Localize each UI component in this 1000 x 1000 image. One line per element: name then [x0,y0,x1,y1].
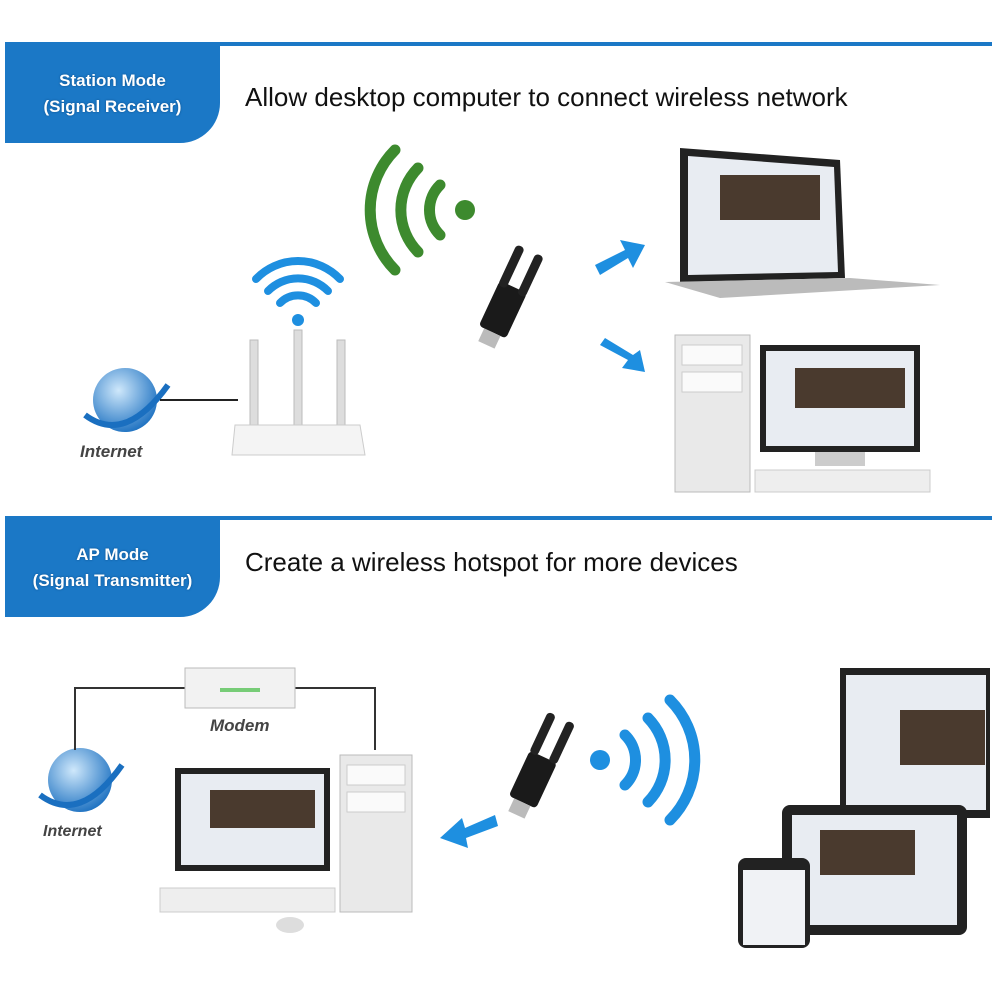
arrow-icon [440,815,498,848]
arrow-icon [600,338,645,372]
router-icon [231,329,366,456]
wifi-signal-green-icon [364,144,475,276]
cable-line [74,687,376,750]
station-mode-badge: Station Mode (Signal Receiver) [5,45,220,143]
wifi-signal-blue-icon [252,257,344,326]
arrow-icon [595,240,645,275]
laptop-icon [665,148,940,298]
tablet-icon [782,805,967,935]
internet-label: Internet [80,442,143,461]
desktop-tower-icon [674,334,751,493]
mouse-icon [276,917,304,933]
usb-wifi-adapter-icon [478,245,543,349]
smartphone-icon [738,858,810,948]
modem-label: Modem [210,716,270,735]
section-divider [5,42,992,46]
desktop-tower-icon [339,754,413,913]
ap-mode-badge: AP Mode (Signal Transmitter) [5,519,220,617]
modem-icon [184,667,296,709]
internet-label: Internet [43,823,102,840]
globe-icon [38,748,125,812]
ap-mode-subtitle: (Signal Transmitter) [32,571,193,590]
ap-mode-description: Create a wireless hotspot for more devic… [245,547,738,577]
station-mode-description: Allow desktop computer to connect wirele… [245,82,848,112]
ap-mode-title: AP Mode [76,545,149,564]
laptop-monitor-icon [840,668,990,818]
desktop-monitor-icon [754,345,931,493]
station-mode-title: Station Mode [59,71,166,90]
section-divider [5,516,992,520]
globe-icon [83,368,171,432]
wifi-signal-blue-icon [590,694,701,826]
desktop-monitor-icon [159,768,336,933]
station-mode-subtitle: (Signal Receiver) [43,97,182,116]
usb-wifi-adapter-icon [508,712,574,819]
